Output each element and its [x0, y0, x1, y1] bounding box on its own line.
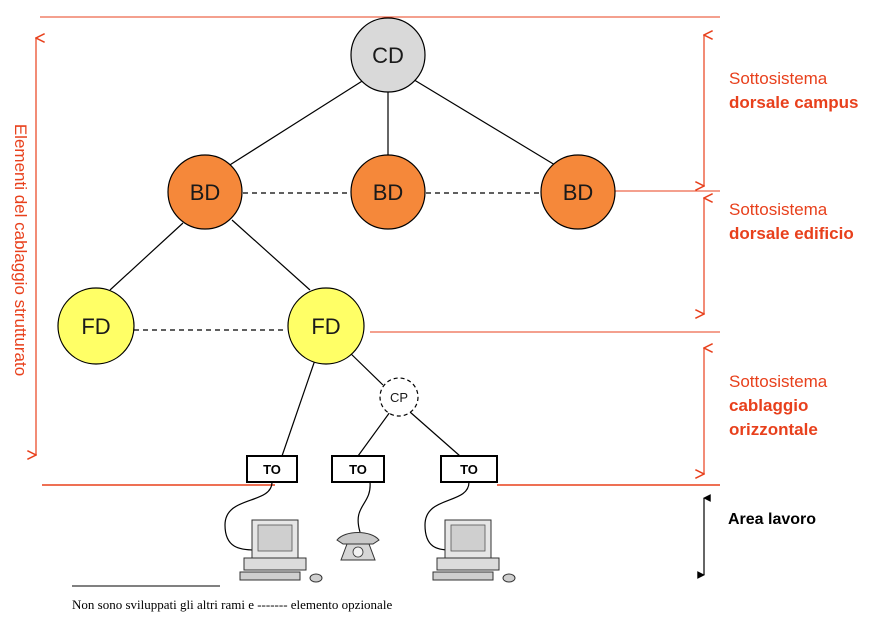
link-cd-bd-right [410, 77, 556, 166]
to-2-box [331, 455, 385, 483]
link-bd-fd-left [109, 222, 184, 291]
fd-left-circle [57, 287, 135, 365]
work-area-label: Area lavoro [728, 511, 816, 528]
optional-links [134, 192, 542, 331]
to-2-label: TO [349, 462, 367, 477]
cable-to2-telephone [357, 481, 371, 533]
bd-left-label: BD [190, 180, 221, 205]
node-bd-mid: BD [350, 154, 426, 230]
horizontal-subsystem-name-2: orizzontale [729, 420, 818, 439]
link-fd-to1 [281, 359, 316, 457]
link-cp-to3 [409, 411, 461, 457]
node-cd: CD [350, 17, 426, 93]
to-outlet-1: TO [246, 455, 298, 483]
node-fd-left: FD [57, 287, 135, 365]
bd-left-circle [167, 154, 243, 230]
node-cp: CP [379, 377, 419, 417]
bd-right-circle [540, 154, 616, 230]
telephone-icon [336, 532, 380, 561]
structured-cabling-vertical-label: Elementi del cablaggio strutturato [11, 124, 30, 376]
node-fd-right: FD [287, 287, 365, 365]
cp-label: CP [390, 390, 408, 405]
subsystem-labels: Sottosistema dorsale campus Sottosistema… [728, 69, 858, 528]
cd-circle [350, 17, 426, 93]
campus-subsystem-name: dorsale campus [729, 93, 858, 112]
cable-to3-computer [424, 481, 470, 551]
footnote-text: Non sono sviluppati gli altri rami e ---… [72, 597, 392, 612]
node-bd-left: BD [167, 154, 243, 230]
computer-icon [432, 519, 516, 583]
fd-right-circle [287, 287, 365, 365]
cable-to1-computer [224, 481, 273, 551]
link-cd-bd-left [224, 77, 368, 169]
building-subsystem-title: Sottosistema [729, 200, 828, 219]
to-3-label: TO [460, 462, 478, 477]
link-cp-to2 [357, 411, 391, 457]
bd-right-label: BD [563, 180, 594, 205]
bd-mid-label: BD [373, 180, 404, 205]
campus-subsystem-title: Sottosistema [729, 69, 828, 88]
to-1-label: TO [263, 462, 281, 477]
to-outlet-2: TO [331, 455, 385, 483]
horizontal-subsystem-title: Sottosistema [729, 372, 828, 391]
fd-right-label: FD [311, 314, 340, 339]
cd-label: CD [372, 43, 404, 68]
device-cables [224, 481, 470, 551]
level-separators [40, 16, 720, 486]
building-subsystem-name: dorsale edificio [729, 224, 854, 243]
horizontal-subsystem-name-1: cablaggio [729, 396, 808, 415]
node-bd-right: BD [540, 154, 616, 230]
computer-icon [239, 519, 323, 583]
tree-links [109, 77, 556, 457]
to-outlet-3: TO [440, 455, 498, 483]
fd-left-label: FD [81, 314, 110, 339]
bd-mid-circle [350, 154, 426, 230]
link-fd-cp [346, 349, 384, 386]
link-bd-fd-right [231, 219, 311, 291]
cp-circle [379, 377, 419, 417]
